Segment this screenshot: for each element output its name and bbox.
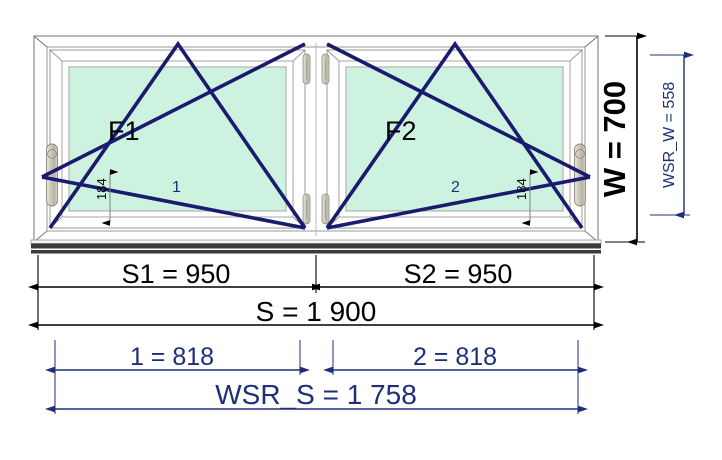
window-sill [30,239,602,254]
hinge-left-bottom [302,193,311,225]
dimension-height-total: W = 700 [597,32,647,246]
dimension-WSR-S-label: WSR_S = 1 758 [215,379,417,410]
dimension-S-label: S = 1 900 [256,296,377,327]
dimension-clear-widths: 1 = 818 2 = 818 [45,340,588,375]
hinge-right-bottom [321,193,330,225]
dimension-width-total: S = 1 900 [28,287,604,330]
sash-right[interactable] [326,49,583,229]
dimension-sash-widths: S1 = 950 S2 = 950 [28,255,604,293]
sash-frame-label-F2: F2 [385,116,417,146]
offset-dimension-left: 184 [94,169,119,226]
dimension-height-clear: WSR_W = 558 [650,51,694,219]
sash-left[interactable] [49,49,306,229]
offset-label-left: 184 [94,178,109,200]
opening-symbol-right [325,40,591,230]
sash-frame-label-F1: F1 [108,116,140,146]
offset-label-right: 184 [514,178,529,200]
sash-number-2: 2 [451,179,460,196]
dimension-clear-1-label: 1 = 818 [130,343,214,371]
hinge-right-top [321,53,330,85]
dimension-S2-label: S2 = 950 [404,259,513,289]
dimension-clear-2-label: 2 = 818 [413,343,497,371]
offset-dimension-right: 184 [514,169,539,226]
dimension-height-clear-label: WSR_W = 558 [661,82,678,188]
opening-symbol-left [41,40,307,230]
sash-number-1: 1 [172,179,181,196]
dimension-clear-width-total: WSR_S = 1 758 [45,370,588,414]
dimension-height-total-label: W = 700 [597,81,632,197]
dimension-S1-label: S1 = 950 [122,259,231,289]
hinge-left-top [302,53,311,85]
